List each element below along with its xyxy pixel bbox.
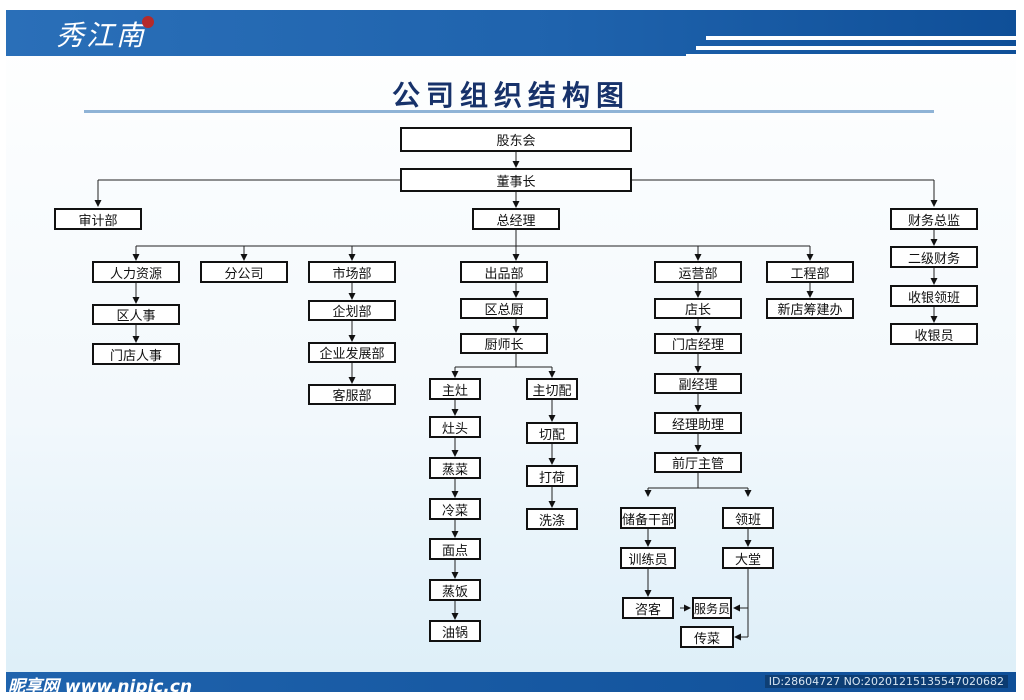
- node-jinglizhuli: 经理助理: [654, 412, 742, 434]
- node-caiwuzongjian: 财务总监: [890, 208, 978, 230]
- node-zike: 咨客: [622, 597, 674, 619]
- node-gudonghui: 股东会: [400, 127, 632, 152]
- node-erjicaiwu: 二级财务: [890, 246, 978, 268]
- node-xindianchoujianban: 新店筹建办: [766, 298, 854, 319]
- node-datang: 大堂: [722, 547, 774, 569]
- image-id: ID:28604727 NO:20201215135547020682: [764, 675, 1008, 688]
- watermark: 昵享网 www.nipic.cn: [8, 677, 193, 692]
- node-xidi: 洗涤: [526, 508, 578, 530]
- node-fuwuyuan: 服务员: [692, 597, 732, 619]
- node-quzongchu: 区总厨: [460, 298, 548, 319]
- node-shouyinlingban: 收银领班: [890, 285, 978, 307]
- header-stripe: [706, 36, 1016, 40]
- header-stripe: [696, 46, 1016, 50]
- node-chubeiganbu: 储备干部: [620, 507, 676, 529]
- node-qurenshi: 区人事: [92, 304, 180, 325]
- node-chuancai: 传菜: [680, 626, 734, 648]
- node-chupinbu: 出品部: [460, 261, 548, 283]
- page-title: 公司组织结构图: [391, 79, 630, 112]
- node-fujingli: 副经理: [654, 373, 742, 394]
- brand-logo: 秀江南: [56, 19, 147, 52]
- node-renliziyuan: 人力资源: [92, 261, 180, 283]
- header-stripe: [686, 54, 1016, 57]
- node-shenjibu: 审计部: [54, 208, 142, 230]
- node-zhengfan: 蒸饭: [429, 579, 481, 601]
- node-qiepei: 切配: [526, 422, 578, 444]
- node-qiantingzhuguan: 前厅主管: [654, 452, 742, 473]
- node-kefubu: 客服部: [308, 384, 396, 405]
- node-qihuabu: 企划部: [308, 300, 396, 321]
- node-gongchengbu: 工程部: [766, 261, 854, 283]
- poster-frame: 秀江南 公司组织结构图: [6, 10, 1016, 692]
- node-yunyingbu: 运营部: [654, 261, 742, 283]
- node-zhuqiepei: 主切配: [526, 378, 578, 400]
- node-chushizhang: 厨师长: [460, 333, 548, 354]
- node-shichangbu: 市场部: [308, 261, 396, 283]
- node-fengongsi: 分公司: [200, 261, 288, 283]
- node-lengcai: 冷菜: [429, 498, 481, 520]
- seal-icon: [142, 16, 154, 28]
- footer-band: [6, 672, 1016, 692]
- node-zhuzao: 主灶: [429, 378, 481, 400]
- node-qiyefazhanbu: 企业发展部: [308, 342, 396, 363]
- title-divider: [84, 110, 934, 113]
- node-shouyinyuan: 收银员: [890, 323, 978, 345]
- node-mendianrenshi: 门店人事: [92, 343, 180, 365]
- node-zaotou: 灶头: [429, 416, 481, 438]
- node-dahe: 打荷: [526, 465, 578, 487]
- node-dianzhang: 店长: [654, 298, 742, 319]
- node-youguo: 油锅: [429, 620, 481, 642]
- node-mendianjingli: 门店经理: [654, 333, 742, 354]
- connector-lines: [94, 152, 938, 641]
- node-lingban: 领班: [722, 507, 774, 529]
- node-dongshizhang: 董事长: [400, 168, 632, 192]
- node-zhengcai: 蒸菜: [429, 457, 481, 479]
- node-zongjingli: 总经理: [472, 208, 560, 230]
- node-xunlianyuan: 训练员: [620, 547, 676, 569]
- node-miandian: 面点: [429, 538, 481, 560]
